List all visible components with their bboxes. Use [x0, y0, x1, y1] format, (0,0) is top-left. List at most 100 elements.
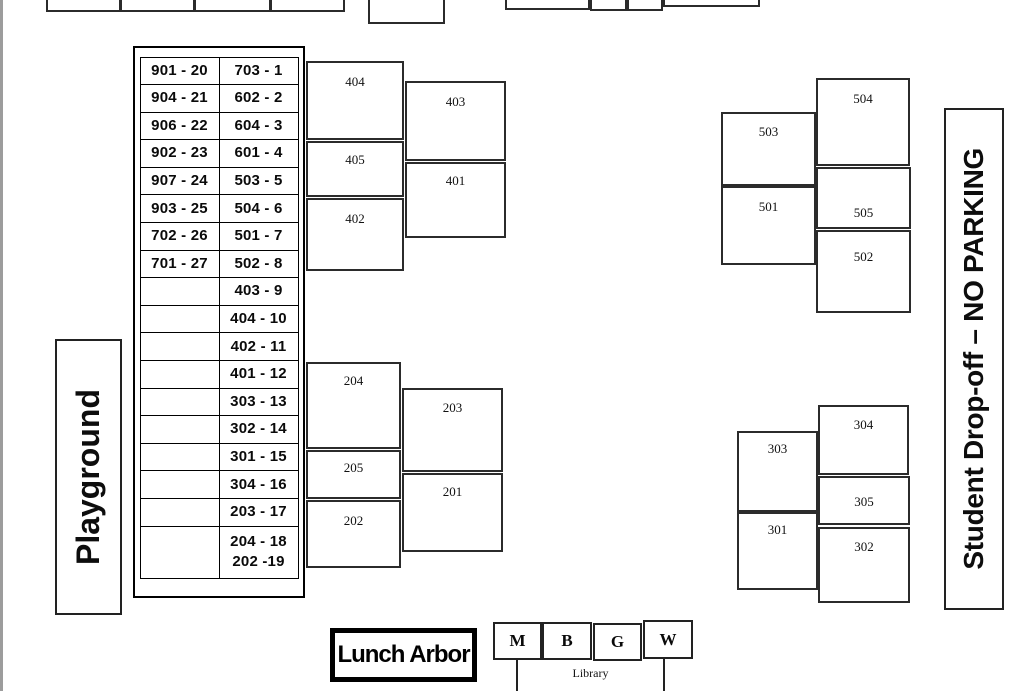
legend-cell-right: 403 - 9 — [218, 277, 299, 306]
legend-cell-right: 502 - 8 — [218, 249, 299, 279]
building-301: 301 — [737, 512, 818, 590]
legend-cell-left — [139, 360, 220, 389]
legend-cell-right: 302 - 14 — [218, 415, 299, 444]
legend-cell-right: 604 - 3 — [218, 111, 299, 141]
legend-cell-right: 401 - 12 — [218, 360, 299, 389]
legend-row: 203 - 17 — [139, 498, 299, 527]
legend-cell-right: 303 - 13 — [218, 387, 299, 417]
legend-cell-left: 903 - 25 — [139, 194, 220, 224]
legend-cell-left: 701 - 27 — [139, 249, 220, 279]
building-label: 503 — [758, 124, 779, 139]
building-label: 302 — [854, 539, 874, 554]
cutoff-building-box — [590, 0, 627, 11]
cutoff-building-box — [46, 0, 121, 12]
building-label: 203 — [442, 400, 463, 415]
legend-cell-left — [139, 277, 220, 306]
legend-cell-right: 301 - 15 — [218, 442, 299, 472]
building-label: 501 — [758, 199, 779, 214]
cutoff-building-box — [270, 0, 345, 12]
building-204: 204 — [306, 362, 401, 449]
building-label: 205 — [343, 460, 364, 475]
building-label: 402 — [345, 211, 365, 226]
building-label: 301 — [767, 522, 788, 537]
legend-cell-right: 203 - 17 — [218, 498, 299, 527]
building-501: 501 — [721, 186, 816, 265]
facility-box-M: M — [493, 622, 542, 660]
legend-cell-right: 503 - 5 — [218, 166, 299, 196]
cutoff-building-box — [120, 0, 195, 12]
legend-cell-right: 501 - 7 — [218, 222, 299, 251]
legend-cell-left — [139, 525, 220, 579]
legend-row: 301 - 15 — [139, 442, 299, 472]
cutoff-building-box — [627, 0, 663, 11]
cutoff-building-box — [663, 0, 760, 7]
building-label: 404 — [345, 74, 365, 89]
legend-cell-left: 902 - 23 — [139, 139, 220, 168]
legend-cell-right: 601 - 4 — [218, 139, 299, 168]
facility-box-W: W — [643, 620, 693, 659]
building-label: 401 — [445, 173, 466, 188]
building-label: 204 — [343, 373, 364, 388]
building-label: 303 — [767, 441, 788, 456]
legend-row: 302 - 14 — [139, 415, 299, 444]
building-label: 505 — [853, 205, 874, 220]
building-201: 201 — [402, 473, 503, 552]
legend-row: 304 - 16 — [139, 470, 299, 499]
building-505: 505 — [816, 167, 911, 229]
cutoff-building-box — [368, 0, 445, 24]
building-label: 202 — [343, 513, 364, 528]
legend-cell-left: 907 - 24 — [139, 166, 220, 196]
legend-cell-left — [139, 304, 220, 334]
facility-box-B: B — [542, 622, 592, 660]
legend-cell-right: 504 - 6 — [218, 194, 299, 224]
building-405: 405 — [306, 141, 404, 197]
building-label: 403 — [445, 94, 466, 109]
legend-cell-right: 404 - 10 — [218, 304, 299, 334]
lunch-arbor-sign: Lunch Arbor — [330, 628, 477, 682]
cutoff-building-box — [505, 0, 590, 10]
building-202: 202 — [306, 500, 401, 568]
lunch-arbor-label: Lunch Arbor — [337, 641, 470, 668]
legend-cell-left — [139, 498, 220, 527]
legend-cell-left: 702 - 26 — [139, 222, 220, 251]
building-502: 502 — [816, 230, 911, 313]
legend-cell-left — [139, 415, 220, 444]
legend-cell-right: 304 - 16 — [218, 470, 299, 499]
playground-sign: Playground — [55, 339, 122, 615]
building-503: 503 — [721, 112, 816, 186]
page-edge-line — [0, 0, 3, 691]
building-305: 305 — [818, 476, 910, 525]
legend-cell-left — [139, 332, 220, 362]
building-302: 302 — [818, 527, 910, 603]
legend-cell-right: 602 - 2 — [218, 84, 299, 113]
legend-row: 303 - 13 — [139, 387, 299, 417]
cutoff-building-box — [194, 0, 271, 12]
building-205: 205 — [306, 450, 401, 499]
facility-box-G: G — [593, 623, 642, 661]
building-203: 203 — [402, 388, 503, 472]
building-label: 504 — [853, 91, 873, 106]
legend-cell-left: 904 - 21 — [139, 84, 220, 113]
legend-cell-left — [139, 470, 220, 499]
building-label: 405 — [345, 152, 365, 167]
legend-cell-right: 402 - 11 — [218, 332, 299, 362]
building-403: 403 — [405, 81, 506, 161]
legend-cell-right: 703 - 1 — [218, 56, 299, 86]
legend-row: 401 - 12 — [139, 360, 299, 389]
student-dropoff-label: Student Drop-off – NO PARKING — [958, 148, 989, 570]
legend-row: 403 - 9 — [139, 277, 299, 306]
building-label: 201 — [442, 484, 463, 499]
playground-label: Playground — [70, 388, 106, 565]
legend-cell-left — [139, 387, 220, 417]
